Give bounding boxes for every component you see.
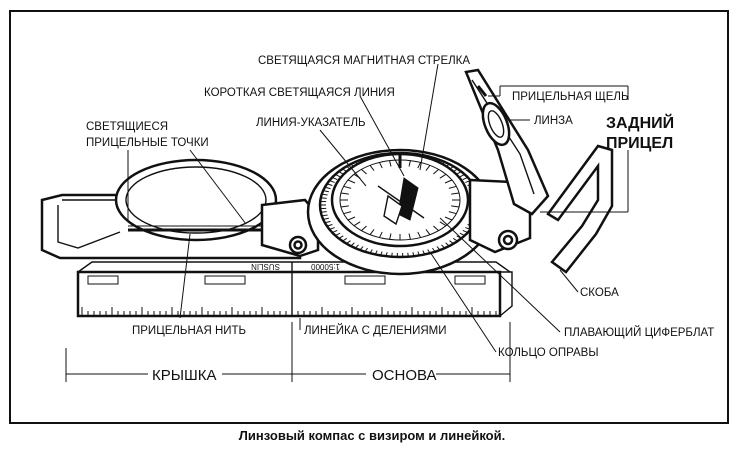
- sighting-slot-mark: [476, 85, 488, 97]
- label-sighting-slot: ПРИЦЕЛЬНАЯ ЩЕЛЬ: [512, 91, 629, 103]
- label-rear-sight-2: ПРИЦЕЛ: [606, 135, 673, 152]
- label-sight-dots-2: ПРИЦЕЛЬНЫЕ ТОЧКИ: [86, 137, 209, 149]
- label-cover: КРЫШКА: [152, 367, 217, 384]
- scale-marking-left: SUSLIN: [251, 262, 280, 271]
- label-index-line: ЛИНИЯ-УКАЗАТЕЛЬ: [256, 117, 366, 129]
- label-short-line: КОРОТКАЯ СВЕТЯЩАЯСЯ ЛИНИЯ: [204, 87, 395, 99]
- label-floating-dial: ПЛАВАЮЩИЙ ЦИФЕРБЛАТ: [564, 326, 714, 339]
- leader-lines: [65, 63, 629, 382]
- scale-marking-right: 1:50000: [311, 262, 340, 271]
- labels: СВЕТЯЩАЯСЯ МАГНИТНАЯ СТРЕЛКА КОРОТКАЯ СВ…: [86, 55, 714, 384]
- label-thumb-loop: СКОБА: [580, 287, 619, 299]
- label-sighting-wire: ПРИЦЕЛЬНАЯ НИТЬ: [132, 325, 246, 337]
- ruler-ticks: [81, 307, 497, 316]
- label-base: ОСНОВА: [372, 367, 437, 384]
- compass-illustration: SUSLIN 1:50000: [40, 68, 614, 318]
- label-lens: ЛИНЗА: [534, 115, 573, 127]
- label-scale-ruler: ЛИНЕЙКА С ДЕЛЕНИЯМИ: [304, 324, 447, 337]
- lens-element: [481, 101, 511, 147]
- diagram-frame: [9, 10, 729, 424]
- label-sight-dots-1: СВЕТЯЩИЕСЯ: [86, 121, 168, 133]
- figure-caption: Линзовый компас с визиром и линейкой.: [238, 428, 506, 443]
- base-plate: [76, 270, 502, 318]
- label-bezel-ring: КОЛЬЦО ОПРАВЫ: [498, 347, 599, 359]
- thumb-loop: [546, 144, 614, 274]
- label-magnetic-needle: СВЕТЯЩАЯСЯ МАГНИТНАЯ СТРЕЛКА: [258, 55, 470, 67]
- dial-ticks: [340, 160, 460, 240]
- cover-window: [114, 158, 278, 242]
- label-rear-sight-1: ЗАДНИЙ: [606, 113, 674, 132]
